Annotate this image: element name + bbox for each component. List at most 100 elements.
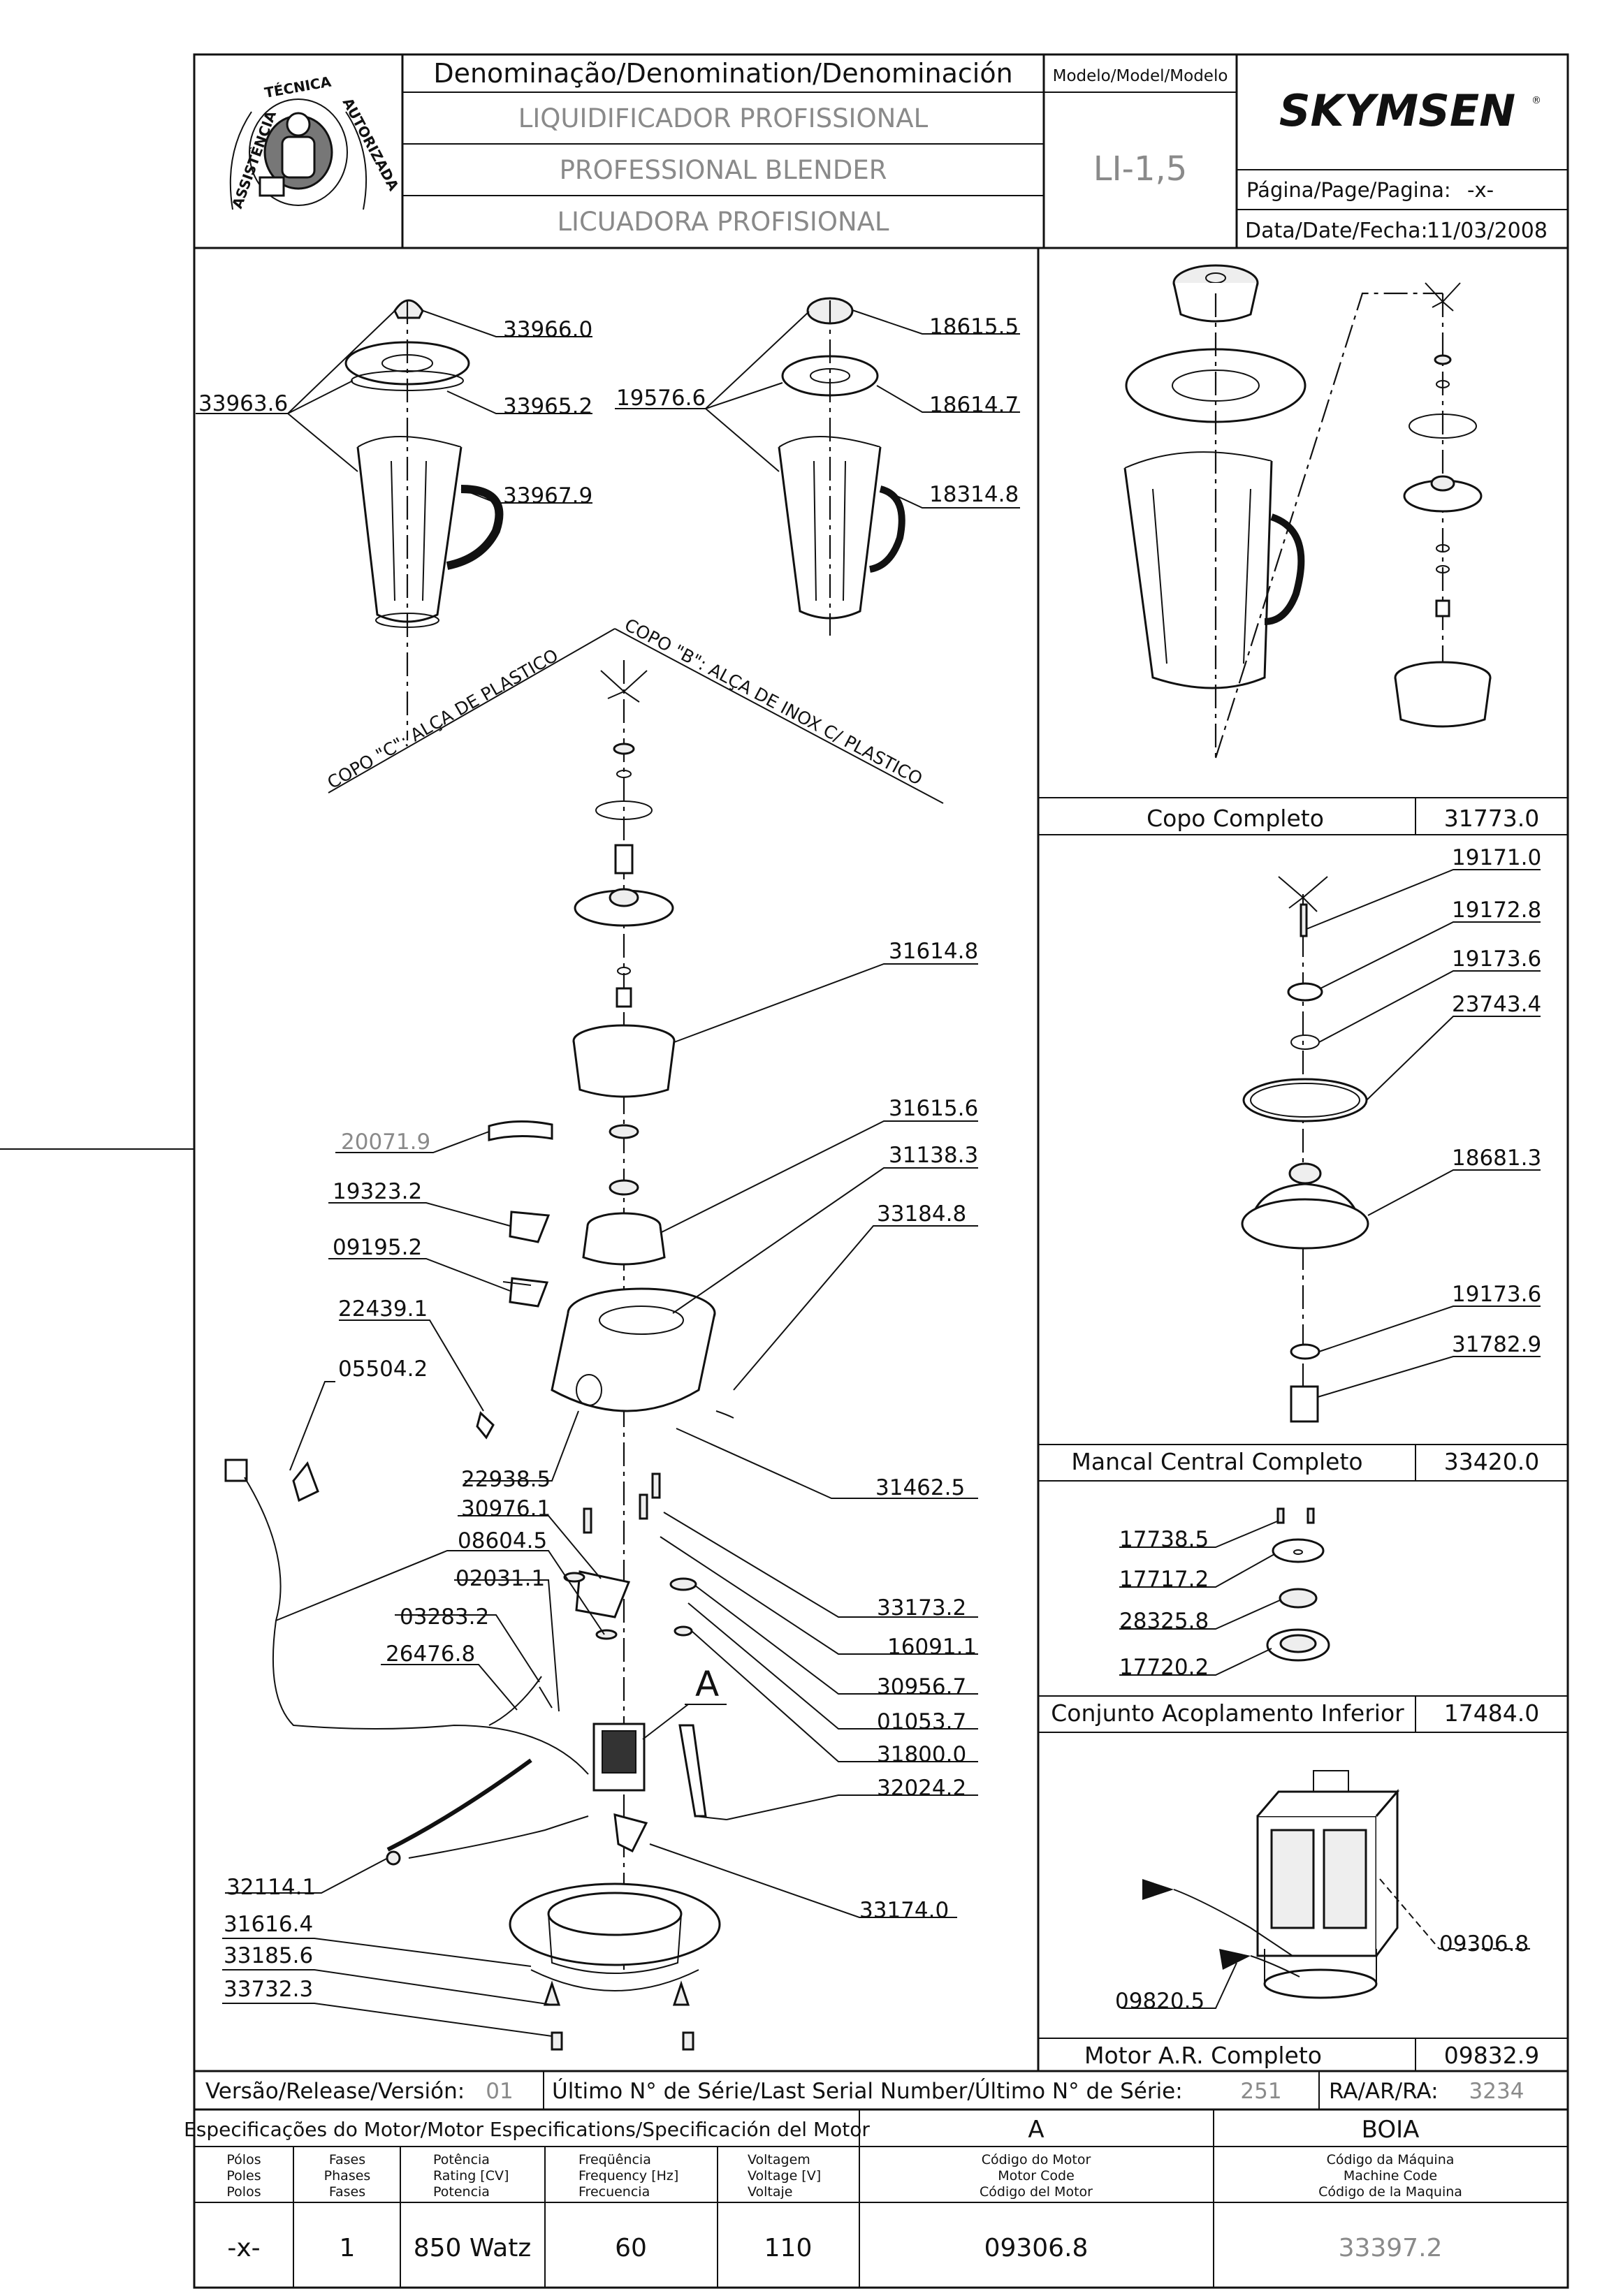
part-number: 17720.2 xyxy=(1119,1655,1209,1680)
product-name-pt: LIQUIDIFICADOR PROFISSIONAL xyxy=(518,103,929,133)
panel-bearing-part-numbers: 19171.0 19172.8 19173.6 23743.4 18681.3 … xyxy=(1452,845,1541,1357)
spec-col-label: Código da Máquina xyxy=(1327,2152,1455,2167)
panel-coupling-part-numbers: 17738.5 17717.2 28325.8 17720.2 xyxy=(1119,1527,1209,1680)
part-number: 18614.7 xyxy=(929,393,1019,418)
version-value: 01 xyxy=(486,2079,513,2104)
model-label: Modelo/Model/Modelo xyxy=(1053,67,1228,85)
motor-variant: A xyxy=(1028,2116,1044,2144)
part-number: 09306.8 xyxy=(1439,1931,1529,1957)
footer-grid xyxy=(194,2070,1568,2288)
panel-cup-drawing xyxy=(1123,264,1492,759)
spec-col-label: Potência xyxy=(433,2152,490,2167)
cup-type-labels: COPO "C": ALÇA DE PLASTICO COPO "B": ALÇ… xyxy=(324,615,944,804)
part-number: 19171.0 xyxy=(1452,845,1541,870)
spec-col-label: Motor Code xyxy=(998,2168,1075,2184)
spec-col-label: Rating [CV] xyxy=(433,2168,509,2184)
spec-value-motor-code: 09306.8 xyxy=(984,2234,1089,2262)
part-number: 31616.4 xyxy=(224,1912,313,1937)
panel-cup-title: Copo Completo xyxy=(1147,805,1324,832)
panel-motor-code: 09832.9 xyxy=(1444,2042,1539,2069)
part-number: 31615.6 xyxy=(889,1096,978,1121)
footer-version-row: Versão/Release/Versión: 01 Último N° de … xyxy=(205,2078,1524,2104)
spec-col-label: Código de la Maquina xyxy=(1318,2184,1462,2200)
footer-spec-header: Especificações do Motor/Motor Especifica… xyxy=(184,2116,1419,2144)
cup-c-label: COPO "C": ALÇA DE PLASTICO xyxy=(324,645,562,793)
spec-value-frequency: 60 xyxy=(615,2234,647,2262)
spec-col-label: Código del Motor xyxy=(980,2184,1093,2200)
spec-title: Especificações do Motor/Motor Especifica… xyxy=(184,2118,870,2141)
sheet-frame xyxy=(0,53,1569,2289)
cup-b-label: COPO "B": ALÇA DE INOX C/ PLASTICO xyxy=(621,615,926,789)
part-number: 28325.8 xyxy=(1119,1609,1209,1634)
authorized-service-seal: ASSISTÊNCIA TÉCNICA AUTORIZADA xyxy=(228,73,402,210)
part-number: 16091.1 xyxy=(887,1635,977,1660)
part-number: 23743.4 xyxy=(1452,992,1541,1017)
panel-bearing-leaders xyxy=(1306,869,1541,1398)
svg-text:TÉCNICA: TÉCNICA xyxy=(263,73,333,101)
part-number: 31614.8 xyxy=(889,939,978,964)
right-panels-grid xyxy=(1037,248,1568,2071)
brand-mark: ® xyxy=(1531,95,1541,106)
spec-value-phases: 1 xyxy=(340,2234,356,2262)
spec-value-machine-code: 33397.2 xyxy=(1339,2234,1443,2262)
spec-col-label: Freqüência xyxy=(578,2152,651,2167)
part-number: 08604.5 xyxy=(458,1528,547,1553)
spec-col-label: Fases xyxy=(329,2184,365,2200)
ra-label: RA/AR/RA: xyxy=(1329,2079,1439,2104)
part-number: 33965.2 xyxy=(503,394,592,419)
spec-col-label: Machine Code xyxy=(1344,2168,1437,2184)
base-drawing xyxy=(509,1882,721,2051)
part-number: 33966.0 xyxy=(503,317,592,342)
panel-bearing-code: 33420.0 xyxy=(1444,1448,1539,1475)
ra-value: 3234 xyxy=(1469,2079,1524,2104)
part-number: 19172.8 xyxy=(1452,898,1541,923)
model-value: LI-1,5 xyxy=(1093,149,1188,189)
spec-col-label: Poles xyxy=(226,2168,261,2184)
part-number: 19173.6 xyxy=(1452,1282,1541,1307)
wiring-drawing xyxy=(224,1458,589,1866)
part-number: 32024.2 xyxy=(877,1776,966,1801)
version-label: Versão/Release/Versión: xyxy=(205,2079,465,2104)
part-number: 31800.0 xyxy=(877,1742,966,1767)
panel-coupling-leaders xyxy=(1119,1521,1282,1676)
page-value: -x- xyxy=(1467,178,1494,202)
part-number: 17738.5 xyxy=(1119,1527,1209,1552)
svg-text:AUTORIZADA: AUTORIZADA xyxy=(340,95,402,193)
footer-spec-columns: Pólos Poles Polos -x- Fases Phases Fases… xyxy=(226,2152,1462,2262)
spec-value-voltage: 110 xyxy=(764,2234,813,2262)
spec-col-label: Polos xyxy=(226,2184,261,2200)
main-exploded-view: A xyxy=(224,297,905,2051)
panel-cup-code: 31773.0 xyxy=(1444,805,1539,832)
part-number: 30976.1 xyxy=(461,1496,551,1521)
part-number: 05504.2 xyxy=(338,1357,428,1382)
cup-b-drawing xyxy=(778,297,905,636)
title-block xyxy=(194,54,1568,249)
central-stack-drawing xyxy=(551,660,716,1970)
part-number: 19576.6 xyxy=(616,386,706,411)
part-number: 09195.2 xyxy=(333,1235,422,1260)
spec-col-label: Potencia xyxy=(433,2184,490,2200)
serial-value: 251 xyxy=(1240,2079,1281,2104)
spec-col-label: Pólos xyxy=(226,2152,261,2167)
part-number: 01053.7 xyxy=(877,1709,966,1734)
panel-coupling-drawing xyxy=(1266,1507,1330,1662)
part-number: 18615.5 xyxy=(929,314,1019,339)
main-part-numbers: 33966.0 33963.6 33965.2 33967.9 18615.5 … xyxy=(198,314,1019,2002)
panel-coupling-title: Conjunto Acoplamento Inferior xyxy=(1051,1699,1404,1727)
panel-coupling-code: 17484.0 xyxy=(1444,1699,1539,1727)
part-number: 33963.6 xyxy=(198,391,288,416)
spec-col-label: Phases xyxy=(324,2168,371,2184)
main-leader-lines xyxy=(196,309,1020,2037)
part-number: 22439.1 xyxy=(338,1296,428,1322)
cup-c-drawing xyxy=(344,299,504,740)
spec-value-rating: 850 Watz xyxy=(414,2234,532,2262)
serial-label: Último N° de Série/Last Serial Number/Úl… xyxy=(552,2078,1183,2104)
date-label: Data/Date/Fecha: xyxy=(1245,219,1428,243)
part-number: 03283.2 xyxy=(400,1604,489,1630)
date-value: 11/03/2008 xyxy=(1427,219,1548,243)
part-number: 18314.8 xyxy=(929,482,1019,507)
part-number: 31462.5 xyxy=(875,1475,965,1500)
product-name-en: PROFESSIONAL BLENDER xyxy=(560,155,887,185)
part-number: 33732.3 xyxy=(224,1977,313,2002)
part-number: 19323.2 xyxy=(333,1179,422,1204)
